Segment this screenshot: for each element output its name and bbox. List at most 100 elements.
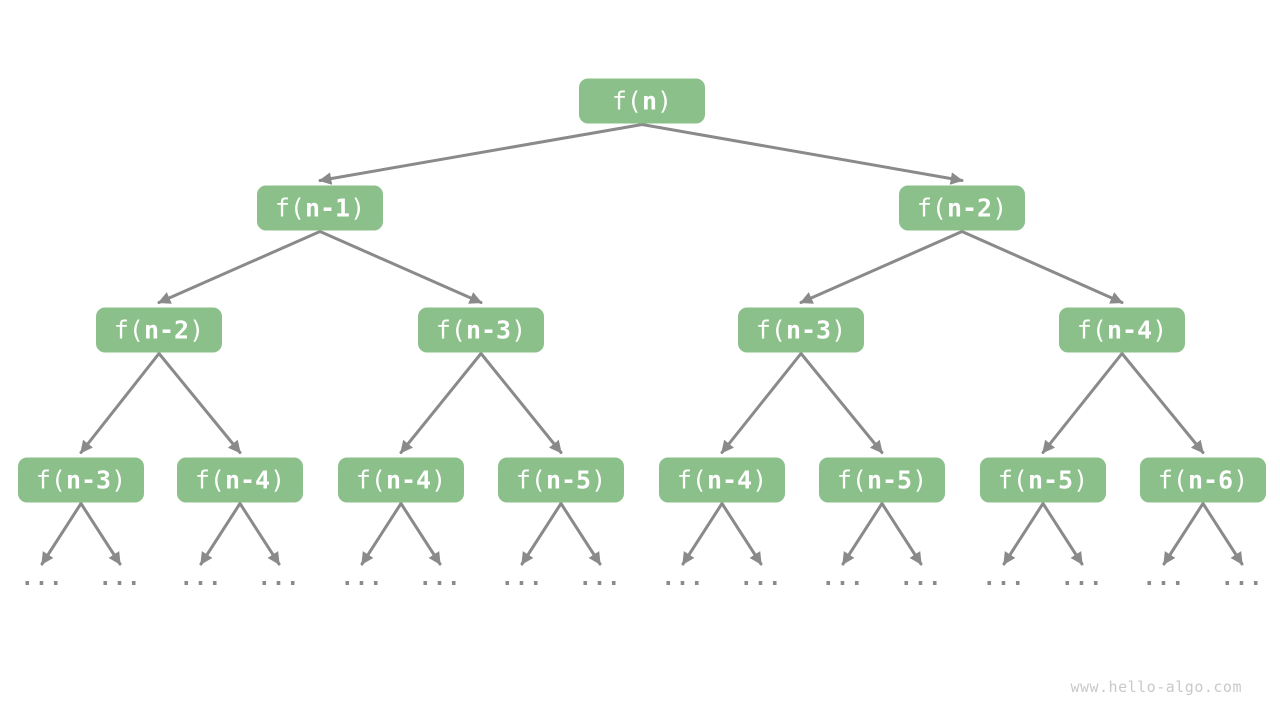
node-label-post: ): [431, 465, 447, 495]
tree-node-level2: f(n-4): [1059, 307, 1185, 353]
edge-arrow: [79, 352, 161, 454]
ellipsis-leaf: ...: [821, 566, 865, 591]
node-label-bold: n-5: [866, 465, 913, 495]
edge-arrow: [799, 230, 964, 304]
edge-arrow: [559, 502, 602, 566]
ellipsis-leaf: ...: [982, 566, 1026, 591]
ellipsis-leaf: ...: [1220, 566, 1264, 591]
edge-arrow: [318, 230, 483, 304]
ellipsis-leaf: ...: [179, 566, 223, 591]
node-label-bold: n-6: [1187, 465, 1234, 495]
node-label-post: ): [992, 193, 1008, 223]
edge-arrow: [360, 502, 403, 566]
node-label-bold: n: [641, 86, 658, 116]
node-label-bold: n-3: [785, 315, 832, 345]
node-label-bold: n-4: [706, 465, 753, 495]
node-label-bold: n-3: [465, 315, 512, 345]
ellipsis-leaf: ...: [20, 566, 64, 591]
tree-node-level0: f(n): [579, 78, 705, 124]
node-label-pre: f(: [435, 315, 466, 345]
edge-arrow: [799, 352, 884, 454]
node-label-pre: f(: [1157, 465, 1188, 495]
node-label-pre: f(: [836, 465, 867, 495]
tree-node-level1: f(n-2): [899, 185, 1025, 231]
tree-node-level1: f(n-1): [257, 185, 383, 231]
node-label-bold: n-4: [1106, 315, 1153, 345]
edge-arrow: [640, 123, 964, 185]
tree-node-level3: f(n-5): [498, 457, 624, 503]
edge-arrow: [880, 502, 923, 566]
node-label-pre: f(: [113, 315, 144, 345]
ellipsis-leaf: ...: [257, 566, 301, 591]
edge-arrow: [479, 352, 563, 454]
node-label-post: ): [657, 86, 673, 116]
ellipsis-leaf: ...: [98, 566, 142, 591]
node-label-post: ): [1233, 465, 1249, 495]
node-label-pre: f(: [916, 193, 947, 223]
node-label-post: ): [270, 465, 286, 495]
tree-node-level3: f(n-4): [659, 457, 785, 503]
edge-arrow: [1120, 352, 1205, 454]
node-label-bold: n-4: [385, 465, 432, 495]
edge-arrow: [1162, 502, 1205, 566]
node-label-pre: f(: [755, 315, 786, 345]
edge-arrow: [1041, 352, 1124, 454]
ellipsis-leaf: ...: [500, 566, 544, 591]
ellipsis-leaf: ...: [661, 566, 705, 591]
edge-arrow: [681, 502, 724, 566]
edge-arrow: [841, 502, 884, 566]
node-label-pre: f(: [676, 465, 707, 495]
tree-node-level2: f(n-2): [96, 307, 222, 353]
edge-arrow: [318, 123, 644, 185]
node-label-bold: n-5: [545, 465, 592, 495]
node-label-post: ): [350, 193, 366, 223]
tree-node-level3: f(n-4): [177, 457, 303, 503]
node-label-pre: f(: [274, 193, 305, 223]
edge-arrow: [238, 502, 281, 566]
watermark: www.hello-algo.com: [1070, 678, 1242, 696]
ellipsis-leaf: ...: [1142, 566, 1186, 591]
ellipsis-leaf: ...: [418, 566, 462, 591]
tree-node-level3: f(n-4): [338, 457, 464, 503]
tree-node-level3: f(n-3): [18, 457, 144, 503]
edge-arrow: [1002, 502, 1045, 566]
edge-arrow: [399, 352, 483, 454]
node-label-post: ): [511, 315, 527, 345]
edge-arrow: [720, 502, 763, 566]
edge-arrow: [399, 502, 442, 566]
node-label-post: ): [831, 315, 847, 345]
edge-arrow: [720, 352, 803, 454]
edge-arrow: [40, 502, 83, 566]
edge-arrow: [1201, 502, 1244, 566]
ellipsis-leaf: ...: [899, 566, 943, 591]
edge-arrow: [157, 230, 322, 304]
ellipsis-leaf: ...: [340, 566, 384, 591]
edge-arrow: [157, 352, 242, 454]
node-label-pre: f(: [355, 465, 386, 495]
node-label-bold: n-2: [946, 193, 993, 223]
edge-arrow: [520, 502, 563, 566]
tree-node-level3: f(n-6): [1140, 457, 1266, 503]
node-label-pre: f(: [997, 465, 1028, 495]
node-label-post: ): [189, 315, 205, 345]
edge-arrow: [960, 230, 1124, 304]
node-label-pre: f(: [515, 465, 546, 495]
tree-node-level3: f(n-5): [980, 457, 1106, 503]
node-label-post: ): [111, 465, 127, 495]
node-label-bold: n-3: [65, 465, 112, 495]
tree-node-level2: f(n-3): [738, 307, 864, 353]
node-label-post: ): [752, 465, 768, 495]
node-label-pre: f(: [611, 86, 642, 116]
edge-arrow: [199, 502, 242, 566]
edge-arrow: [79, 502, 122, 566]
node-label-post: ): [1152, 315, 1168, 345]
node-label-post: ): [591, 465, 607, 495]
edge-arrow: [1041, 502, 1084, 566]
node-label-post: ): [1073, 465, 1089, 495]
node-label-pre: f(: [35, 465, 66, 495]
ellipsis-leaf: ...: [578, 566, 622, 591]
node-label-bold: n-5: [1027, 465, 1074, 495]
node-label-bold: n-2: [143, 315, 190, 345]
